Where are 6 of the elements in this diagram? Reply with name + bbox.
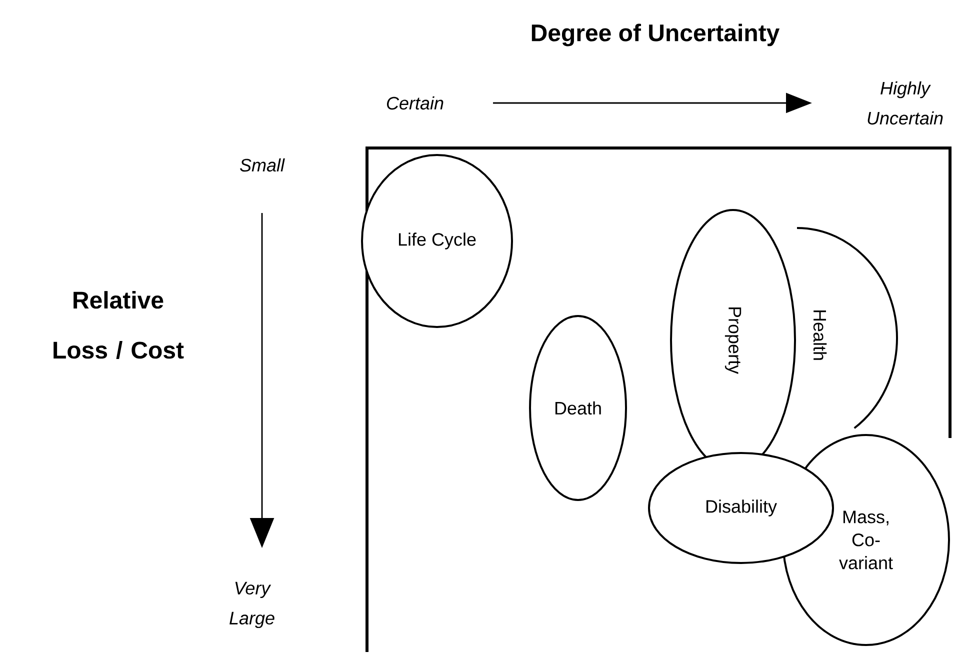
axis-label: Certain <box>386 96 444 110</box>
axis-label: Small <box>240 158 285 172</box>
axis-label: Highly Uncertain <box>868 81 943 125</box>
axis-title: Relative Loss / Cost <box>54 291 184 359</box>
axis-label: Very Large <box>230 582 274 628</box>
title: Degree of Uncertainty <box>532 24 780 46</box>
